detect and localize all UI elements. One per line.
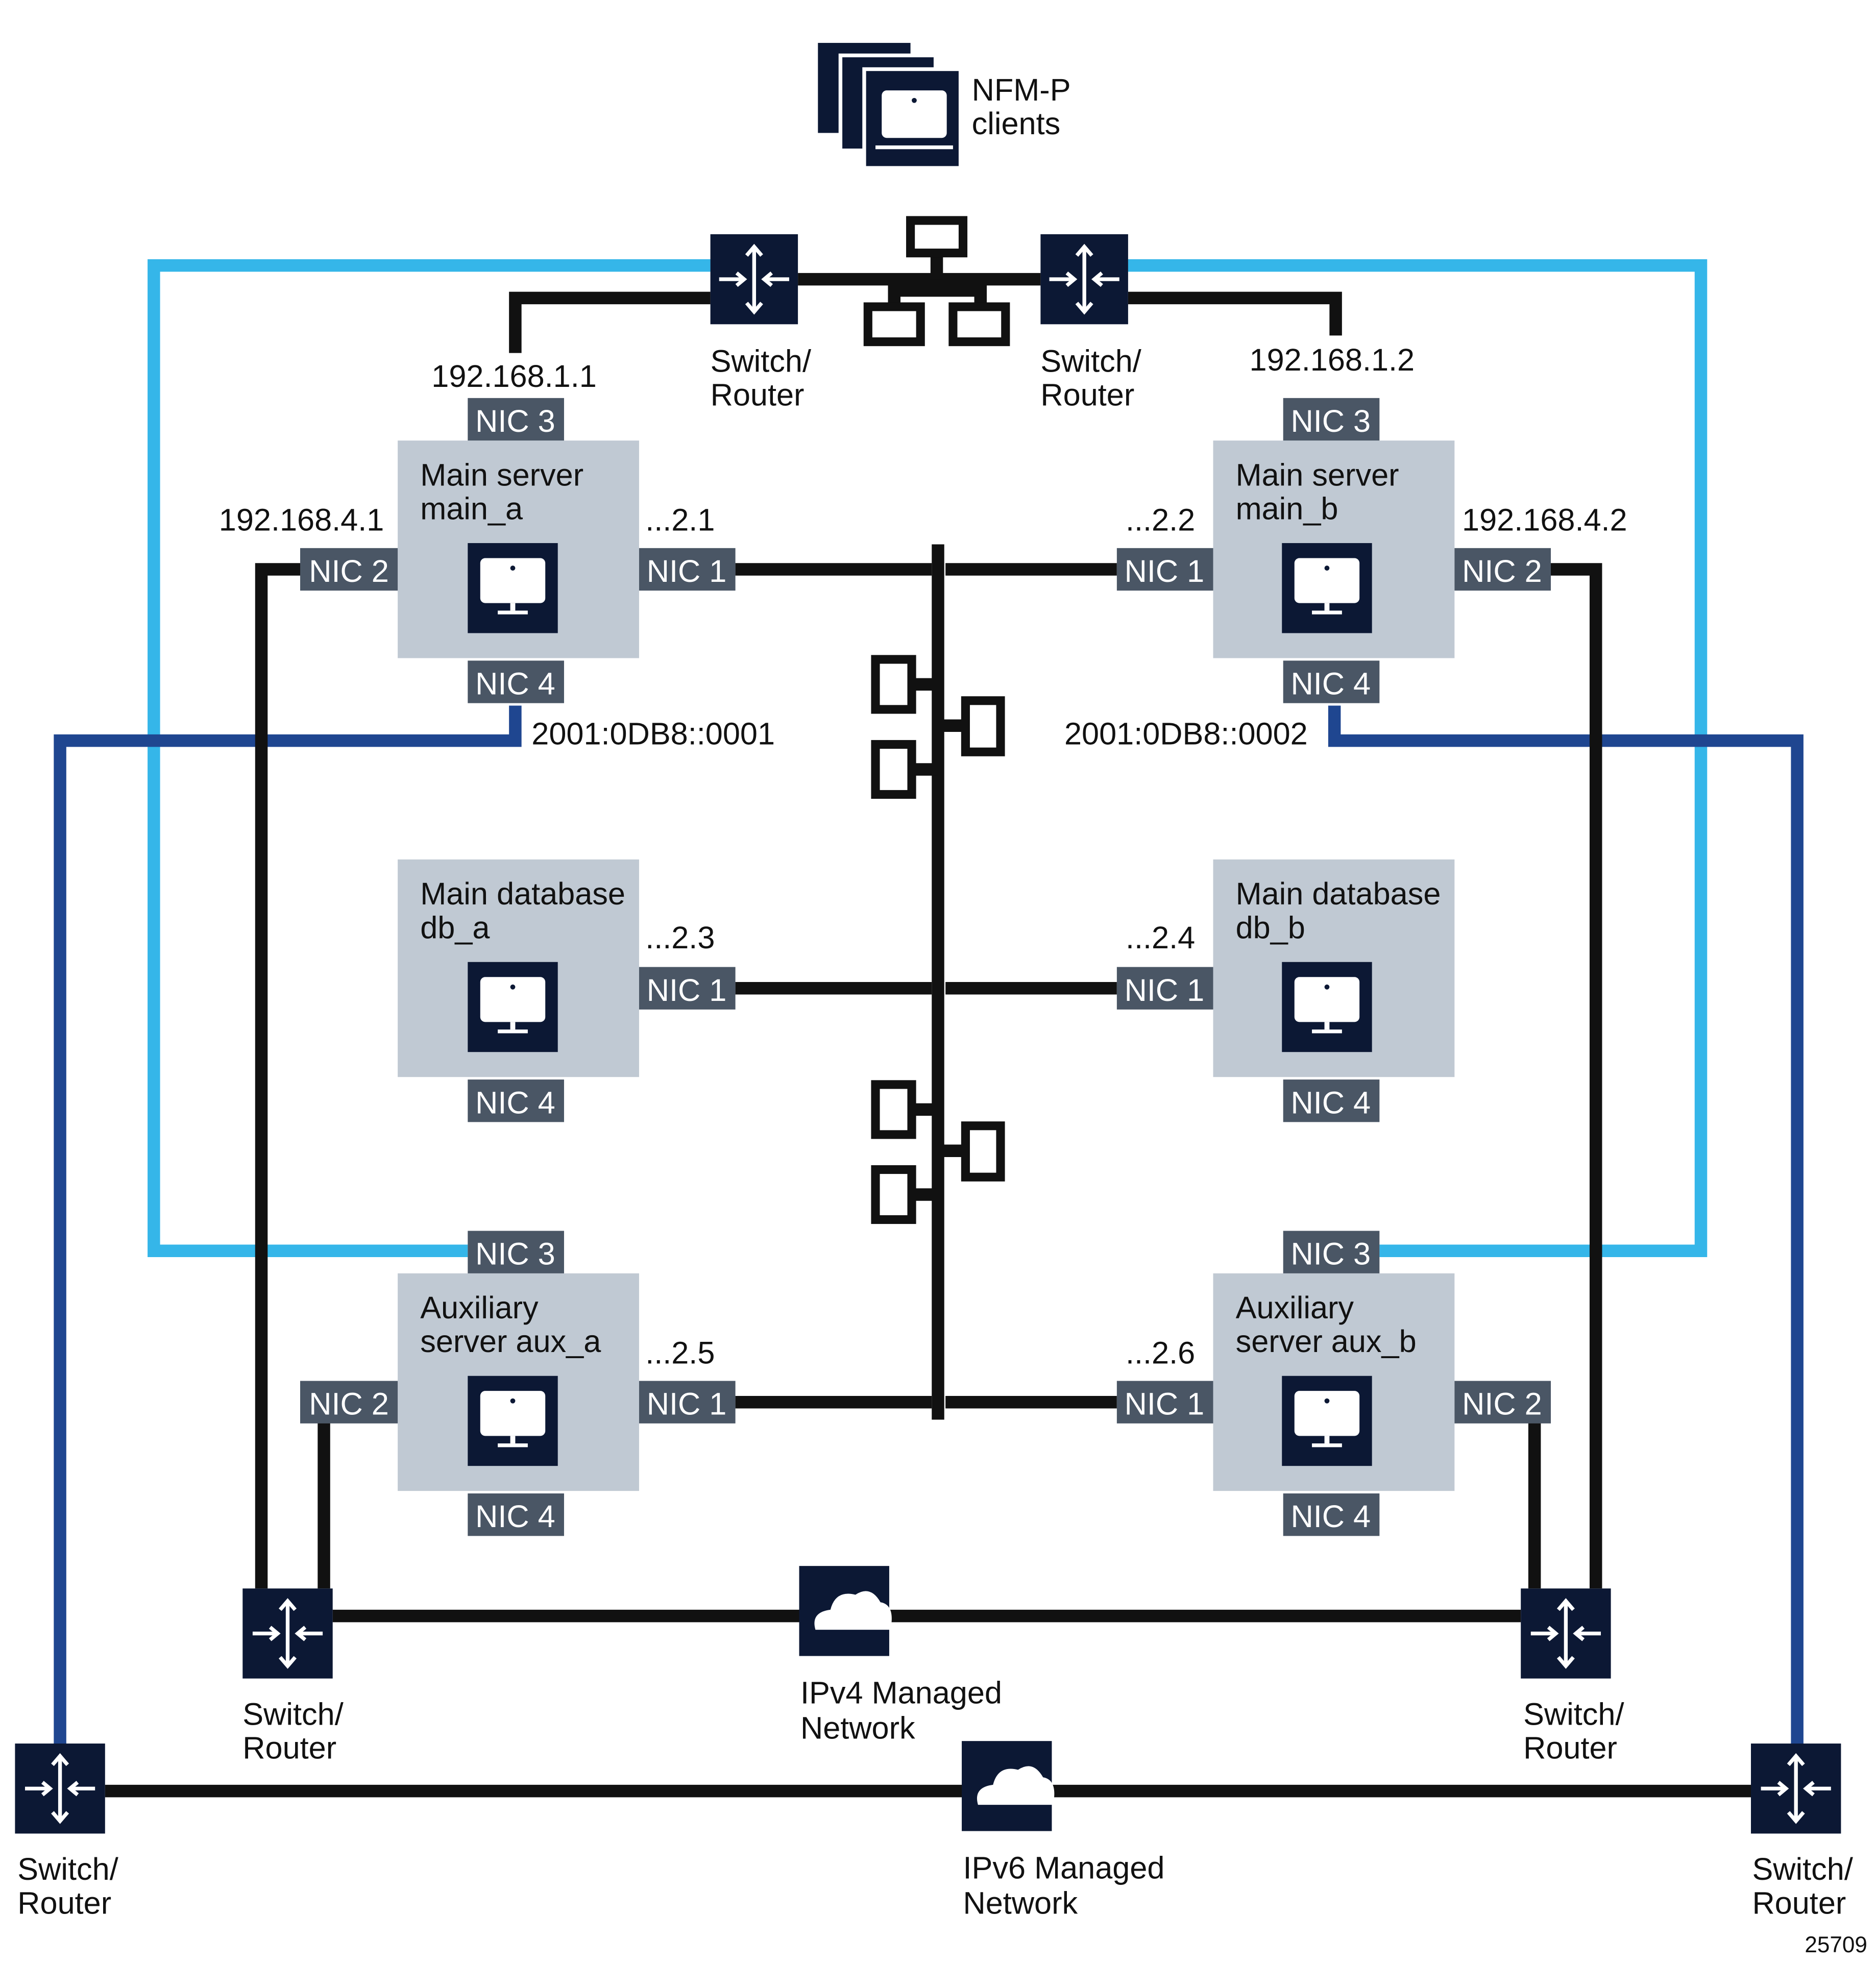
switch-ipv4-right: Switch/ Router xyxy=(1521,1588,1625,1765)
client-network-links xyxy=(148,259,1708,1257)
nic1-label: NIC 1 xyxy=(647,554,727,588)
nic4-label: NIC 4 xyxy=(475,1499,555,1534)
auxiliary-server-aux-a: Auxiliary server aux_a NIC 3 NIC 2 NIC 1… xyxy=(300,1231,736,1536)
server-title-line1: Main server xyxy=(1236,457,1399,492)
nic1-label: NIC 1 xyxy=(647,973,727,1008)
nic3-label: NIC 3 xyxy=(1291,404,1371,438)
hub-upper xyxy=(871,655,1005,799)
server-title-line1: Main database xyxy=(420,876,625,911)
database-db-b: Main database db_b NIC 1 NIC 4 xyxy=(1116,859,1455,1122)
server-title-line1: Main server xyxy=(420,457,583,492)
ip-main-a-nic2: 192.168.4.1 xyxy=(219,503,384,537)
server-title-line2: db_a xyxy=(420,910,490,945)
server-main-b: Main server main_b NIC 3 NIC 1 NIC 2 NIC… xyxy=(1116,398,1551,703)
nic2-label: NIC 2 xyxy=(309,1387,389,1421)
server-title-line1: Auxiliary xyxy=(420,1290,539,1325)
ipv4-links xyxy=(105,253,1751,1798)
ip-main-a-nic3: 192.168.1.1 xyxy=(431,359,597,394)
switch-label-line1: Switch/ xyxy=(17,1852,118,1886)
ip-aux-a-nic1: ...2.5 xyxy=(645,1335,715,1370)
server-title-line2: server aux_a xyxy=(420,1324,601,1359)
cloud-icon xyxy=(977,1766,1055,1805)
clients-label-line1: NFM-P xyxy=(972,72,1071,107)
clients-label-line2: clients xyxy=(972,106,1061,141)
nic4-label: NIC 4 xyxy=(1291,1499,1371,1534)
switch-label-line1: Switch/ xyxy=(242,1697,344,1731)
ipv6-links xyxy=(54,705,1804,1745)
ip-aux-b-nic1: ...2.6 xyxy=(1126,1335,1195,1370)
ip-main-a-nic1: ...2.1 xyxy=(645,503,715,537)
cloud-icon xyxy=(814,1591,892,1630)
server-title-line2: db_b xyxy=(1236,910,1305,945)
ipv6-managed-network: IPv6 Managed Network xyxy=(962,1741,1165,1920)
server-title-line1: Auxiliary xyxy=(1236,1290,1354,1325)
nic1-label: NIC 1 xyxy=(1125,1387,1205,1421)
nic1-label: NIC 1 xyxy=(1125,554,1205,588)
switch-label-line2: Router xyxy=(1040,378,1134,412)
nic3-label: NIC 3 xyxy=(475,1237,555,1271)
nic2-label: NIC 2 xyxy=(309,554,389,588)
server-title-line2: main_b xyxy=(1236,491,1338,526)
switch-label-line2: Router xyxy=(1523,1730,1617,1765)
ip-main-b-nic4: 2001:0DB8::0002 xyxy=(1064,717,1308,751)
nic1-label: NIC 1 xyxy=(647,1387,727,1421)
ipv4-network-label-line2: Network xyxy=(800,1710,915,1745)
switch-label-line1: Switch/ xyxy=(1523,1697,1624,1731)
nic4-label: NIC 4 xyxy=(475,667,555,701)
ip-db-b-nic1: ...2.4 xyxy=(1126,920,1195,955)
hub-lower xyxy=(871,1080,1005,1224)
switch-label-line1: Switch/ xyxy=(1040,343,1141,378)
address-labels: 192.168.1.1 192.168.1.2 192.168.4.1 192.… xyxy=(219,342,1627,1370)
nic4-label: NIC 4 xyxy=(1291,667,1371,701)
ip-db-a-nic1: ...2.3 xyxy=(645,920,715,955)
nic3-label: NIC 3 xyxy=(1291,1237,1371,1271)
nfm-p-clients: NFM-P clients xyxy=(818,43,1071,170)
monitor-stack-icon xyxy=(818,43,963,170)
ipv6-network-label-line1: IPv6 Managed xyxy=(963,1851,1165,1885)
ip-main-a-nic4: 2001:0DB8::0001 xyxy=(531,717,775,751)
server-title-line2: server aux_b xyxy=(1236,1324,1417,1359)
nic2-label: NIC 2 xyxy=(1462,554,1542,588)
figure-number: 25709 xyxy=(1805,1932,1867,1957)
server-title-line1: Main database xyxy=(1236,876,1441,911)
switch-ipv4-left: Switch/ Router xyxy=(242,1588,344,1765)
switch-label-line2: Router xyxy=(17,1885,111,1920)
switch-top-left: Switch/ Router xyxy=(711,234,812,412)
ip-main-b-nic2: 192.168.4.2 xyxy=(1462,503,1627,537)
ipv6-network-label-line2: Network xyxy=(963,1885,1078,1920)
switch-top-right: Switch/ Router xyxy=(1040,234,1142,412)
switch-ipv6-right: Switch/ Router xyxy=(1751,1744,1854,1920)
switch-label-line2: Router xyxy=(1752,1885,1846,1920)
ipv4-network-label-line1: IPv4 Managed xyxy=(800,1676,1002,1710)
nic4-label: NIC 4 xyxy=(475,1085,555,1120)
nic3-label: NIC 3 xyxy=(475,404,555,438)
server-main-a: Main server main_a NIC 3 NIC 2 NIC 1 NIC… xyxy=(300,398,736,703)
nic4-label: NIC 4 xyxy=(1291,1085,1371,1120)
switch-label-line2: Router xyxy=(242,1730,336,1765)
switch-ipv6-left: Switch/ Router xyxy=(15,1744,119,1920)
ipv4-managed-network: IPv4 Managed Network xyxy=(799,1566,1002,1745)
switch-label-line1: Switch/ xyxy=(711,343,812,378)
database-db-a: Main database db_a NIC 1 NIC 4 xyxy=(398,859,736,1122)
hub-top xyxy=(863,216,1010,347)
switch-label-line2: Router xyxy=(711,378,805,412)
nic1-label: NIC 1 xyxy=(1125,973,1205,1008)
ip-main-b-nic1: ...2.2 xyxy=(1126,503,1195,537)
nic2-label: NIC 2 xyxy=(1462,1387,1542,1421)
server-title-line2: main_a xyxy=(420,491,523,526)
auxiliary-server-aux-b: Auxiliary server aux_b NIC 3 NIC 1 NIC 2… xyxy=(1116,1231,1551,1536)
ip-main-b-nic3: 192.168.1.2 xyxy=(1250,342,1415,377)
switch-label-line1: Switch/ xyxy=(1752,1852,1853,1886)
